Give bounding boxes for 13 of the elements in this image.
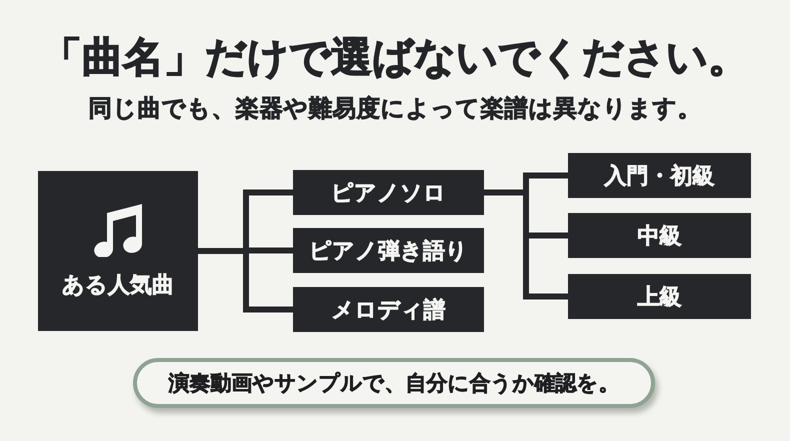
- node-box: ピアノソロ: [293, 170, 484, 215]
- connector-line: [481, 170, 571, 302]
- connector-line: [195, 186, 296, 316]
- subtitle: 同じ曲でも、楽器や難易度によって楽譜は異なります。: [88, 93, 702, 123]
- node-box: ピアノ弾き語り: [293, 228, 484, 273]
- node-box: 入門・初級: [568, 153, 751, 198]
- song-box: [38, 171, 198, 331]
- node-box: 上級: [568, 274, 751, 319]
- node-label: ある人気曲: [62, 272, 174, 298]
- node-box: メロディ譜: [293, 287, 484, 332]
- node-box: 中級: [568, 213, 751, 258]
- note-pill: 演奏動画やサンプルで、自分に合うか確認を。: [133, 358, 655, 408]
- title: 「曲名」だけで選ばないでください。: [40, 32, 750, 83]
